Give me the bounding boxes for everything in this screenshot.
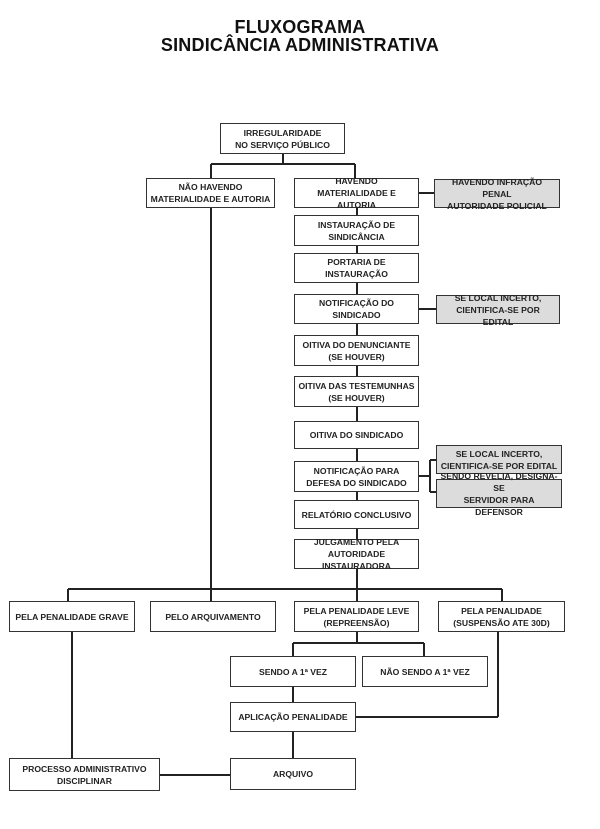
node-notificacao-defesa: NOTIFICAÇÃO PARA DEFESA DO SINDICADO [294, 461, 419, 492]
node-penalidade-grave: PELA PENALIDADE GRAVE [9, 601, 135, 632]
node-processo: PROCESSO ADMINISTRATIVO DISCIPLINAR [9, 758, 160, 791]
node-instauracao: INSTAURAÇÃO DE SINDICÂNCIA [294, 215, 419, 246]
node-relatorio: RELATÓRIO CONCLUSIVO [294, 500, 419, 529]
node-local-incerto-2: SE LOCAL INCERTO, CIENTIFICA-SE POR EDIT… [436, 445, 562, 474]
diagram-title: FLUXOGRAMA [234, 17, 366, 37]
node-penalidade-leve: PELA PENALIDADE LEVE (REPREENSÃO) [294, 601, 419, 632]
node-aplicacao: APLICAÇÃO PENALIDADE [230, 702, 356, 732]
node-penalidade-suspensao: PELA PENALIDADE (SUSPENSÃO ATE 30D) [438, 601, 565, 632]
node-irregularidade: IRREGULARIDADE NO SERVIÇO PÚBLICO [220, 123, 345, 154]
node-nao-havendo: NÃO HAVENDO MATERIALIDADE E AUTORIA [146, 178, 275, 208]
node-julgamento: JULGAMENTO PELA AUTORIDADE INSTAURADORA [294, 537, 419, 571]
diagram-subtitle: SINDICÂNCIA ADMINISTRATIVA [160, 35, 440, 55]
node-revelia: SENDO REVELIA, DESIGNA-SE SERVIDOR PARA … [436, 471, 562, 517]
node-arquivo: ARQUIVO [230, 758, 356, 790]
node-oitiva-sindicado: OITIVA DO SINDICADO [294, 421, 419, 449]
node-infracao-penal: HAVENDO INFRAÇÃO PENAL AUTORIDADE POLICI… [434, 177, 560, 211]
node-portaria: PORTARIA DE INSTAURAÇÃO [294, 253, 419, 283]
node-notificacao: NOTIFICAÇÃO DO SINDICADO [294, 294, 419, 324]
node-primeira-vez: SENDO A 1ª VEZ [230, 656, 356, 687]
node-havendo: HAVENDO MATERIALIDADE E AUTORIA [294, 176, 419, 210]
node-nao-primeira-vez: NÃO SENDO A 1ª VEZ [362, 656, 488, 687]
node-oitiva-denunciante: OITIVA DO DENUNCIANTE (SE HOUVER) [294, 335, 419, 366]
node-local-incerto-1: SE LOCAL INCERTO, CIENTIFICA-SE POR EDIT… [436, 293, 560, 327]
node-oitiva-testemunhas: OITIVA DAS TESTEMUNHAS (SE HOUVER) [294, 376, 419, 407]
node-arquivamento: PELO ARQUIVAMENTO [150, 601, 276, 632]
